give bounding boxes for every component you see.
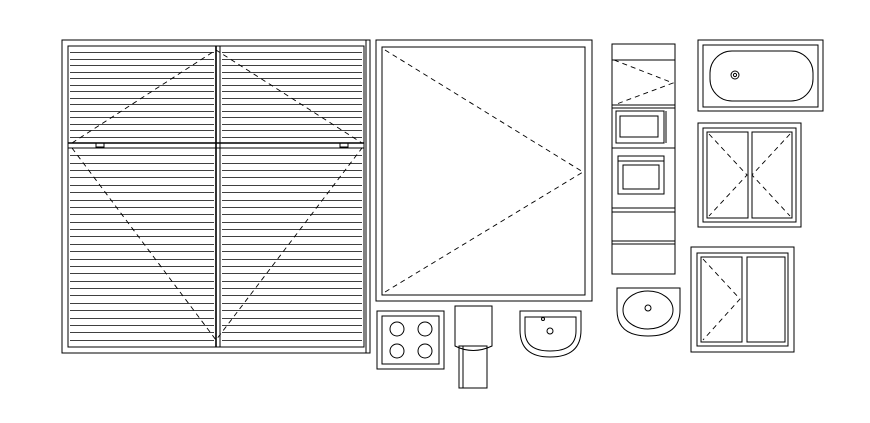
bathtub-rim (702, 44, 819, 108)
oval-basin-outer (616, 287, 681, 337)
louver-slats-upper (70, 52, 362, 138)
door-leaf-left (706, 131, 749, 219)
washbasin (519, 310, 582, 358)
window-swing-lines (702, 258, 741, 341)
burner-icon (417, 343, 433, 359)
lower-swing-lines (71, 147, 363, 341)
right-leaf-swing (751, 133, 791, 217)
burner-icon (389, 321, 405, 337)
faucet-icon (541, 317, 545, 321)
bathtub (697, 39, 824, 112)
hinge-right (339, 142, 349, 148)
upper-swing-lines (71, 49, 363, 144)
louvered-double-door (61, 39, 371, 354)
door-leaf-right (751, 131, 793, 219)
oval-basin-bowl (622, 290, 674, 330)
washbasin-outer (519, 310, 582, 358)
bathtub-drain (730, 70, 740, 80)
cooktop (376, 310, 445, 370)
window-outer (690, 246, 795, 353)
glazed-door-swing-lines (384, 49, 584, 293)
glazed-single-door (375, 39, 593, 302)
burner-icon (389, 343, 405, 359)
double-door-outer (697, 122, 802, 228)
double-door-inner (702, 127, 797, 223)
left-leaf-swing (708, 133, 748, 217)
bathtub-outer (697, 39, 824, 112)
window-sash-right (746, 256, 786, 343)
oven (617, 155, 665, 195)
oval-basin-drain (644, 304, 652, 312)
hinge-left (95, 142, 105, 148)
oven-window (622, 164, 660, 190)
glazed-door-outer-frame (375, 39, 593, 302)
cooktop-outer (376, 310, 445, 370)
cooktop-inner (381, 315, 440, 365)
louver-slats-lower (70, 155, 362, 341)
double-glazed-door (697, 122, 802, 228)
washbasin-drain (546, 327, 554, 335)
toilet-base (458, 345, 488, 389)
bathtub-drain-inner (732, 72, 738, 78)
glazed-door-inner-frame (381, 46, 586, 296)
bathtub-basin (709, 50, 814, 102)
oval-washbasin (616, 287, 681, 337)
washbasin-inner (524, 316, 577, 352)
toilet (454, 305, 493, 389)
upper-cabinet-swing (613, 59, 675, 106)
kitchen-cabinet-elevation (611, 43, 676, 275)
burner-icon (417, 321, 433, 337)
microwave-window (619, 115, 659, 138)
microwave (615, 110, 665, 144)
toilet-tank (454, 305, 493, 351)
window-sash-left (700, 256, 743, 343)
cabinet-outline (611, 43, 676, 275)
door-outer-frame (61, 39, 371, 354)
casement-window (690, 246, 795, 353)
window-inner (696, 252, 789, 347)
